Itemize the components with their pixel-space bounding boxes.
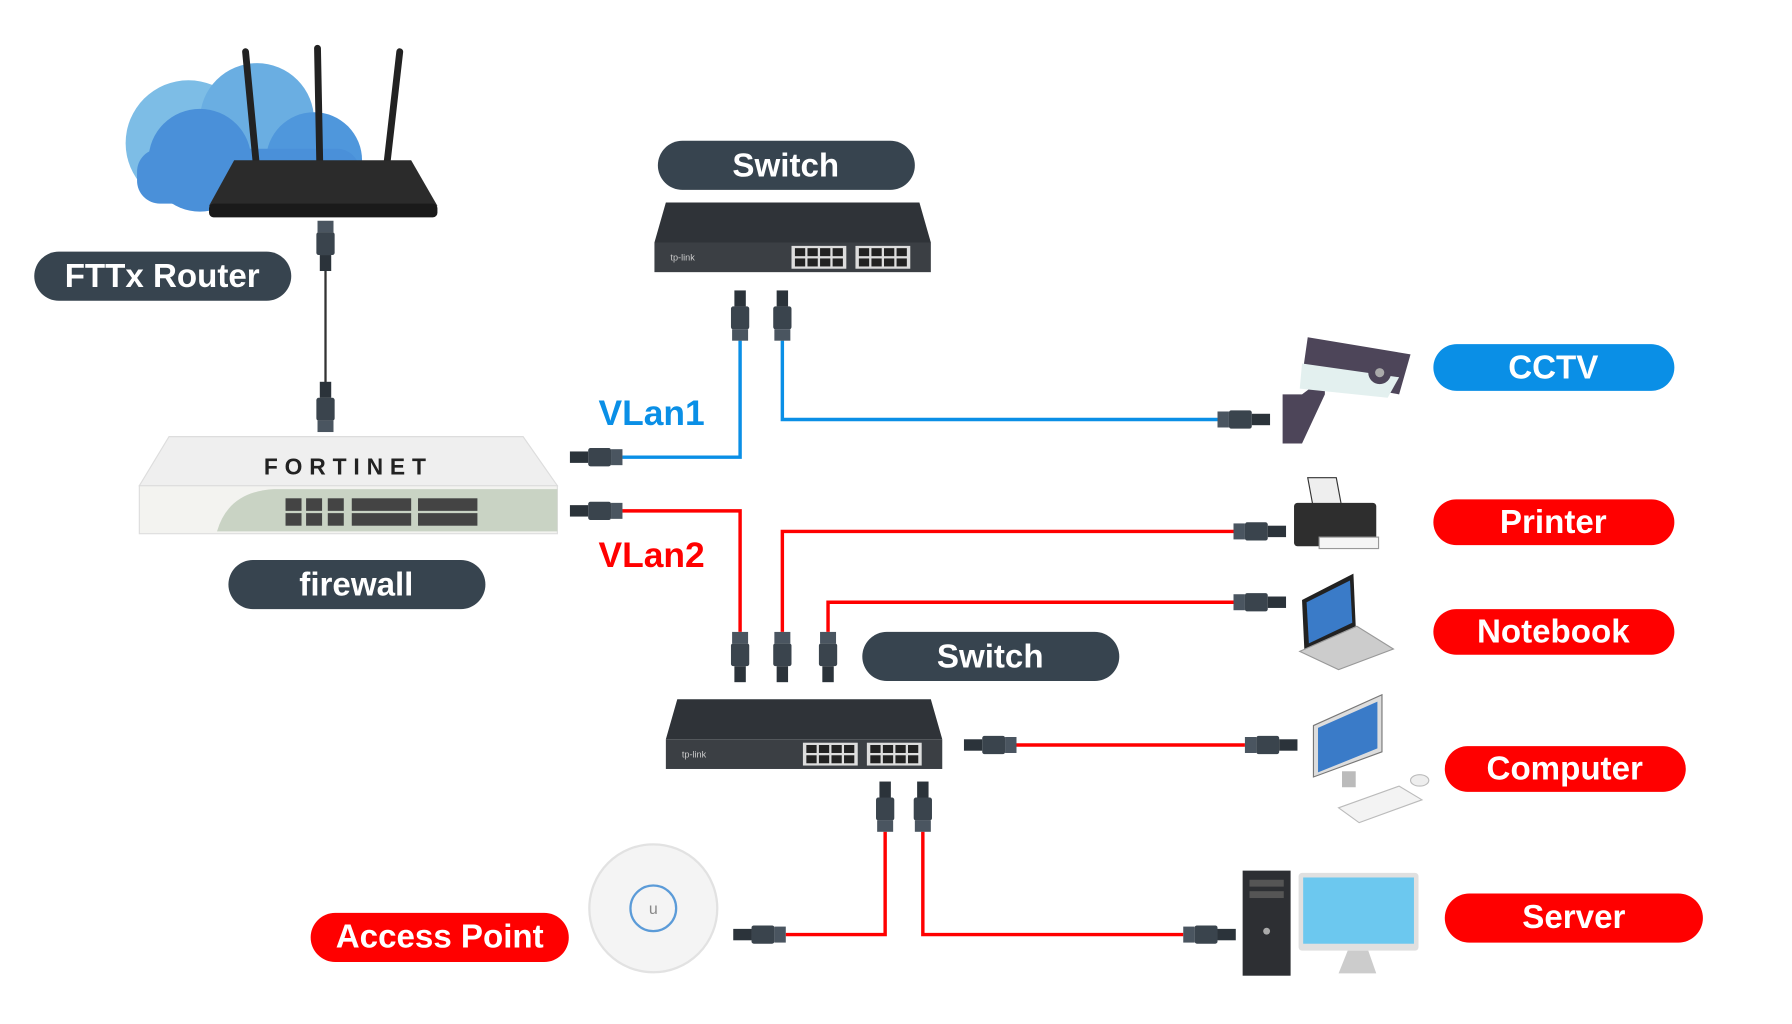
svg-text:Notebook: Notebook [1477, 613, 1630, 650]
computer-label: Computer [1444, 746, 1686, 792]
svg-text:Switch: Switch [937, 639, 1044, 676]
server-label: Server [1444, 893, 1703, 943]
access-point-label: Access Point [310, 912, 569, 962]
cctv-camera-icon [1282, 337, 1411, 444]
svg-text:Switch: Switch [732, 147, 839, 184]
vlan1-cables [622, 340, 1218, 459]
switch-top-label: Switch [657, 140, 915, 190]
desktop-computer-icon [1312, 693, 1430, 824]
printer-label: Printer [1433, 499, 1675, 546]
vlan1-label: VLan1 [598, 393, 704, 433]
access-point-icon: u [588, 843, 719, 974]
svg-text:firewall: firewall [299, 567, 413, 604]
vlan2-cables [622, 509, 1245, 937]
svg-text:FORTINET: FORTINET [264, 453, 433, 479]
svg-text:CCTV: CCTV [1508, 350, 1598, 387]
svg-text:u: u [649, 901, 658, 918]
svg-text:Printer: Printer [1500, 504, 1607, 541]
svg-text:Access Point: Access Point [336, 918, 544, 955]
firewall-icon: FORTINET [138, 436, 559, 535]
router-label: FTTx Router [34, 251, 292, 301]
svg-text:Server: Server [1522, 899, 1625, 936]
switch-top-icon [654, 202, 931, 273]
server-tower-icon [1242, 870, 1419, 976]
svg-text:FTTx Router: FTTx Router [65, 258, 260, 295]
laptop-icon [1298, 573, 1395, 671]
switch-bottom-label: Switch [862, 631, 1120, 682]
cctv-label: CCTV [1433, 344, 1675, 391]
switch-bottom-icon [665, 699, 943, 769]
svg-text:Computer: Computer [1487, 750, 1643, 787]
firewall-label: firewall [228, 559, 486, 610]
vlan2-label: VLan2 [598, 535, 704, 575]
printer-icon [1294, 477, 1380, 550]
router-icon [209, 44, 438, 218]
notebook-label: Notebook [1433, 609, 1675, 655]
